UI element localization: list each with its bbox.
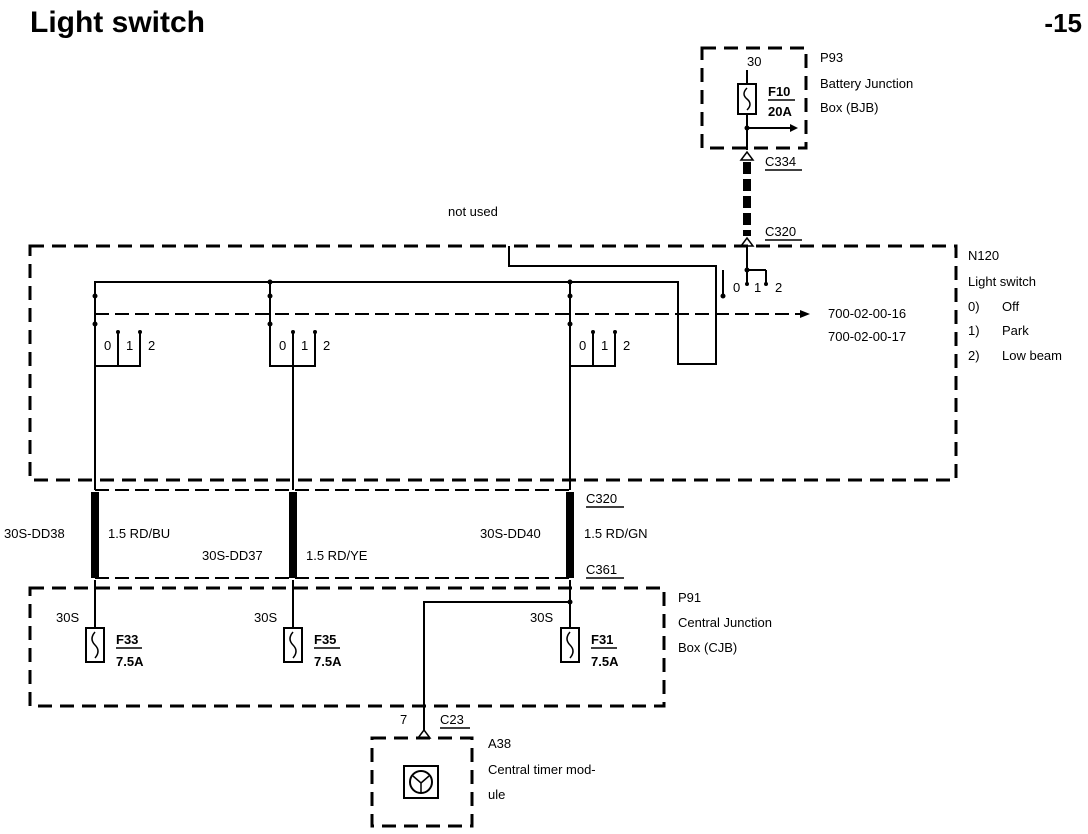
ctm-id: A38 — [488, 736, 511, 751]
f31-rating: 7.5A — [591, 654, 619, 669]
cjb-id: P91 — [678, 590, 701, 605]
bjb-id: P93 — [820, 50, 843, 65]
f35-rating: 7.5A — [314, 654, 342, 669]
switch-contact-group-2 — [267, 293, 317, 367]
switch-contact-group-1 — [92, 293, 142, 367]
group1-pos-1: 1 — [126, 338, 133, 353]
group2-pos-0: 0 — [279, 338, 286, 353]
position-1-num: 1) — [968, 323, 980, 338]
bjb-name-line1: Battery Junction — [820, 76, 913, 91]
f35-terminal: 30S — [254, 610, 277, 625]
ctm-box — [370, 736, 474, 828]
bjb-branch-arrow — [790, 124, 798, 132]
top-pos-2: 2 — [775, 280, 782, 295]
c23-label: C23 — [440, 712, 464, 727]
f33-rating: 7.5A — [116, 654, 144, 669]
top-contact-2 — [764, 282, 768, 286]
c320-mid-label: C320 — [586, 491, 617, 506]
bjb-terminal-label: 30 — [747, 54, 761, 69]
bus-dot-3 — [567, 279, 573, 285]
bjb-fuse-id: F10 — [768, 84, 790, 99]
bjb-junction-dot — [744, 125, 750, 131]
top-lever-dot — [720, 293, 726, 299]
not-used-label: not used — [448, 204, 498, 219]
group1-pos-0: 0 — [104, 338, 111, 353]
wire1-circuit: 30S-DD38 — [4, 526, 65, 541]
switch-bus-wire — [94, 246, 717, 365]
group2-pos-1: 1 — [301, 338, 308, 353]
ctm-name-line2: ule — [488, 787, 505, 802]
cjb-name-line2: Box (CJB) — [678, 640, 737, 655]
position-0-num: 0) — [968, 299, 980, 314]
ctm-pin: 7 — [400, 712, 407, 727]
f33-terminal: 30S — [56, 610, 79, 625]
group1-pos-2: 2 — [148, 338, 155, 353]
page-title: Light switch — [30, 6, 205, 39]
ctm-name-line1: Central timer mod- — [488, 762, 596, 777]
c361-label: C361 — [586, 562, 617, 577]
page-number: -15 — [1044, 8, 1082, 38]
fuse-f10-symbol — [737, 83, 757, 115]
bjb-box — [700, 46, 808, 150]
cjb-name-line1: Central Junction — [678, 615, 772, 630]
top-pos-1: 1 — [754, 280, 761, 295]
switch-contact-group-3 — [567, 293, 617, 367]
c334-connector-symbol — [739, 150, 755, 161]
wire3-spec: 1.5 RD/GN — [584, 526, 648, 541]
top-contact-1 — [745, 282, 749, 286]
f35-id: F35 — [314, 632, 336, 647]
position-1-label: Park — [1002, 323, 1029, 338]
bjb-name-line2: Box (BJB) — [820, 100, 879, 115]
fuse-f35-symbol — [283, 627, 303, 663]
switch-id: N120 — [968, 248, 999, 263]
group3-pos-2: 2 — [623, 338, 630, 353]
fuse-f31-symbol — [560, 627, 580, 663]
wire1-spec: 1.5 RD/BU — [108, 526, 170, 541]
c320-top-label: C320 — [765, 224, 796, 239]
wire2-circuit: 30S-DD37 — [202, 548, 263, 563]
ctm-sense-wire — [423, 601, 570, 730]
f31-id: F31 — [591, 632, 613, 647]
ref-2: 700-02-00-17 — [828, 329, 906, 344]
switch-name: Light switch — [968, 274, 1036, 289]
cjb-box — [28, 586, 666, 708]
top-pos-0: 0 — [733, 280, 740, 295]
fuse-f33-symbol — [85, 627, 105, 663]
group3-pos-0: 0 — [579, 338, 586, 353]
wire2-spec: 1.5 RD/YE — [306, 548, 368, 563]
group2-pos-2: 2 — [323, 338, 330, 353]
position-2-label: Low beam — [1002, 348, 1062, 363]
group3-pos-1: 1 — [601, 338, 608, 353]
bus-dot-2 — [267, 279, 273, 285]
position-0-label: Off — [1002, 299, 1019, 314]
ctm-module-icon — [403, 765, 439, 799]
ref-1: 700-02-00-16 — [828, 306, 906, 321]
f31-terminal: 30S — [530, 610, 553, 625]
bjb-fuse-rating: 20A — [768, 104, 792, 119]
position-2-num: 2) — [968, 348, 980, 363]
wire3-circuit: 30S-DD40 — [480, 526, 541, 541]
light-switch-box — [28, 244, 958, 482]
linkage-arrow — [800, 310, 810, 318]
f33-id: F33 — [116, 632, 138, 647]
c334-label: C334 — [765, 154, 796, 169]
switch-position-legend: 0) Off 1) Park 2) Low beam — [968, 299, 1062, 363]
